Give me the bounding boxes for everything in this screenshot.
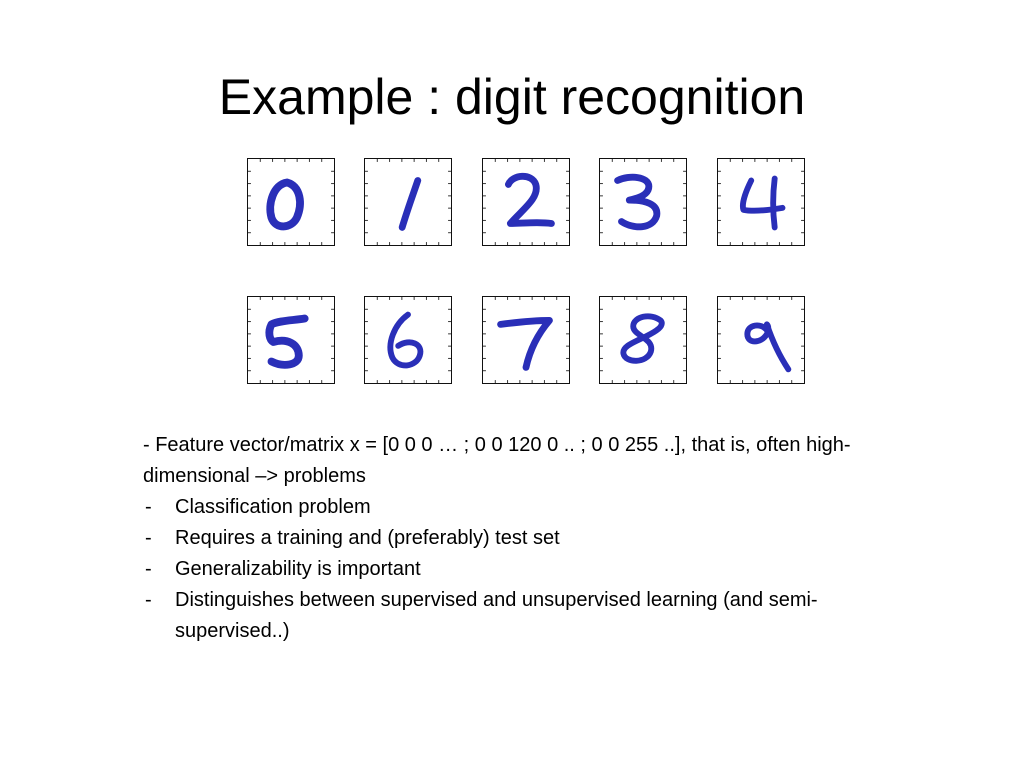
digit-image-5 (248, 297, 334, 383)
bullet-item: - Classification problem (143, 492, 883, 523)
bullet-text: Requires a training and (preferably) tes… (175, 527, 560, 549)
digit-panel-8: 8 (599, 296, 687, 384)
slide-title: Example : digit recognition (218, 69, 806, 125)
bullet-text: Classification problem (175, 496, 371, 518)
bullet-list: - Classification problem - Requires a trai… (143, 492, 883, 647)
digit-image-4 (718, 159, 804, 245)
bullet-marker: - (145, 589, 152, 611)
digit-image-grid: 0 1 2 3 4 5 (247, 158, 805, 384)
feature-vector-text: - Feature vector/matrix x = [0 0 0 … ; 0… (143, 434, 851, 487)
digit-image-6 (365, 297, 451, 383)
digit-image-1 (365, 159, 451, 245)
digit-panel-0: 0 (247, 158, 335, 246)
bullet-item: - Requires a training and (preferably) te… (143, 523, 883, 554)
bullet-marker: - (145, 496, 152, 518)
bullet-item: - Distinguishes between supervised and un… (143, 585, 883, 647)
digit-image-7 (483, 297, 569, 383)
digit-image-3 (600, 159, 686, 245)
digit-image-0 (248, 159, 334, 245)
digit-panel-2: 2 (482, 158, 570, 246)
digit-panel-9: 9 (717, 296, 805, 384)
bullet-marker: - (145, 558, 152, 580)
digit-panel-7: 7 (482, 296, 570, 384)
digit-panel-4: 4 (717, 158, 805, 246)
slide-body: - Feature vector/matrix x = [0 0 0 … ; 0… (143, 430, 883, 647)
bullet-item: - Generalizability is important (143, 554, 883, 585)
digit-panel-6: 6 (364, 296, 452, 384)
digit-panel-1: 1 (364, 158, 452, 246)
bullet-text: Generalizability is important (175, 558, 421, 580)
digit-image-9 (718, 297, 804, 383)
digit-image-8 (600, 297, 686, 383)
digit-panel-5: 5 (247, 296, 335, 384)
digit-image-2 (483, 159, 569, 245)
bullet-text: Distinguishes between supervised and uns… (175, 589, 818, 642)
digit-panel-3: 3 (599, 158, 687, 246)
bullet-marker: - (145, 527, 152, 549)
